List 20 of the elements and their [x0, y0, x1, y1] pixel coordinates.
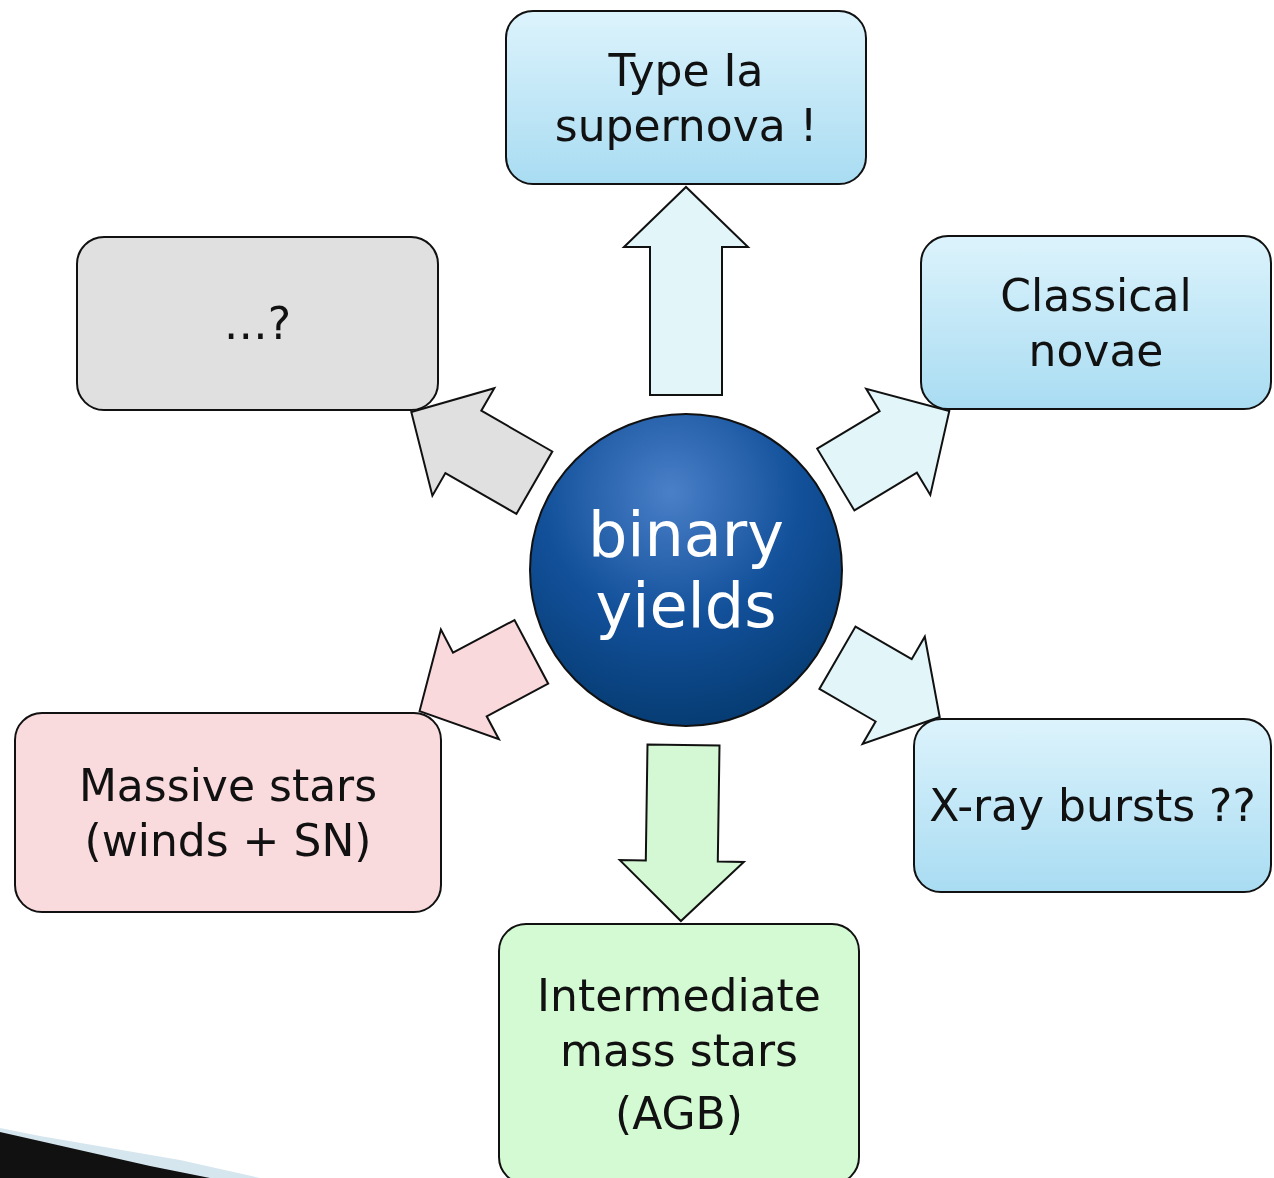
block-arrow [815, 387, 951, 512]
block-arrow [818, 625, 941, 746]
node-label: …? [223, 297, 292, 351]
category-box [498, 923, 860, 1178]
block-arrow [617, 743, 747, 923]
category-box [14, 712, 442, 913]
node-label: Intermediate mass stars [536, 968, 822, 1078]
category-box [76, 236, 439, 411]
node-label: Massive stars (winds + SN) [77, 758, 379, 868]
category-box [920, 235, 1272, 410]
block-arrow [621, 185, 751, 396]
node-label: binary yields [586, 498, 786, 642]
node-label: X-ray bursts ?? [929, 779, 1256, 833]
node-label: Classical novae [999, 268, 1193, 378]
block-arrow [410, 386, 554, 516]
category-box [505, 10, 867, 185]
block-arrow [418, 618, 550, 741]
node-label: (AGB) [615, 1086, 743, 1141]
category-box [913, 718, 1272, 893]
node-label: Type Ia supernova ! [553, 43, 819, 153]
